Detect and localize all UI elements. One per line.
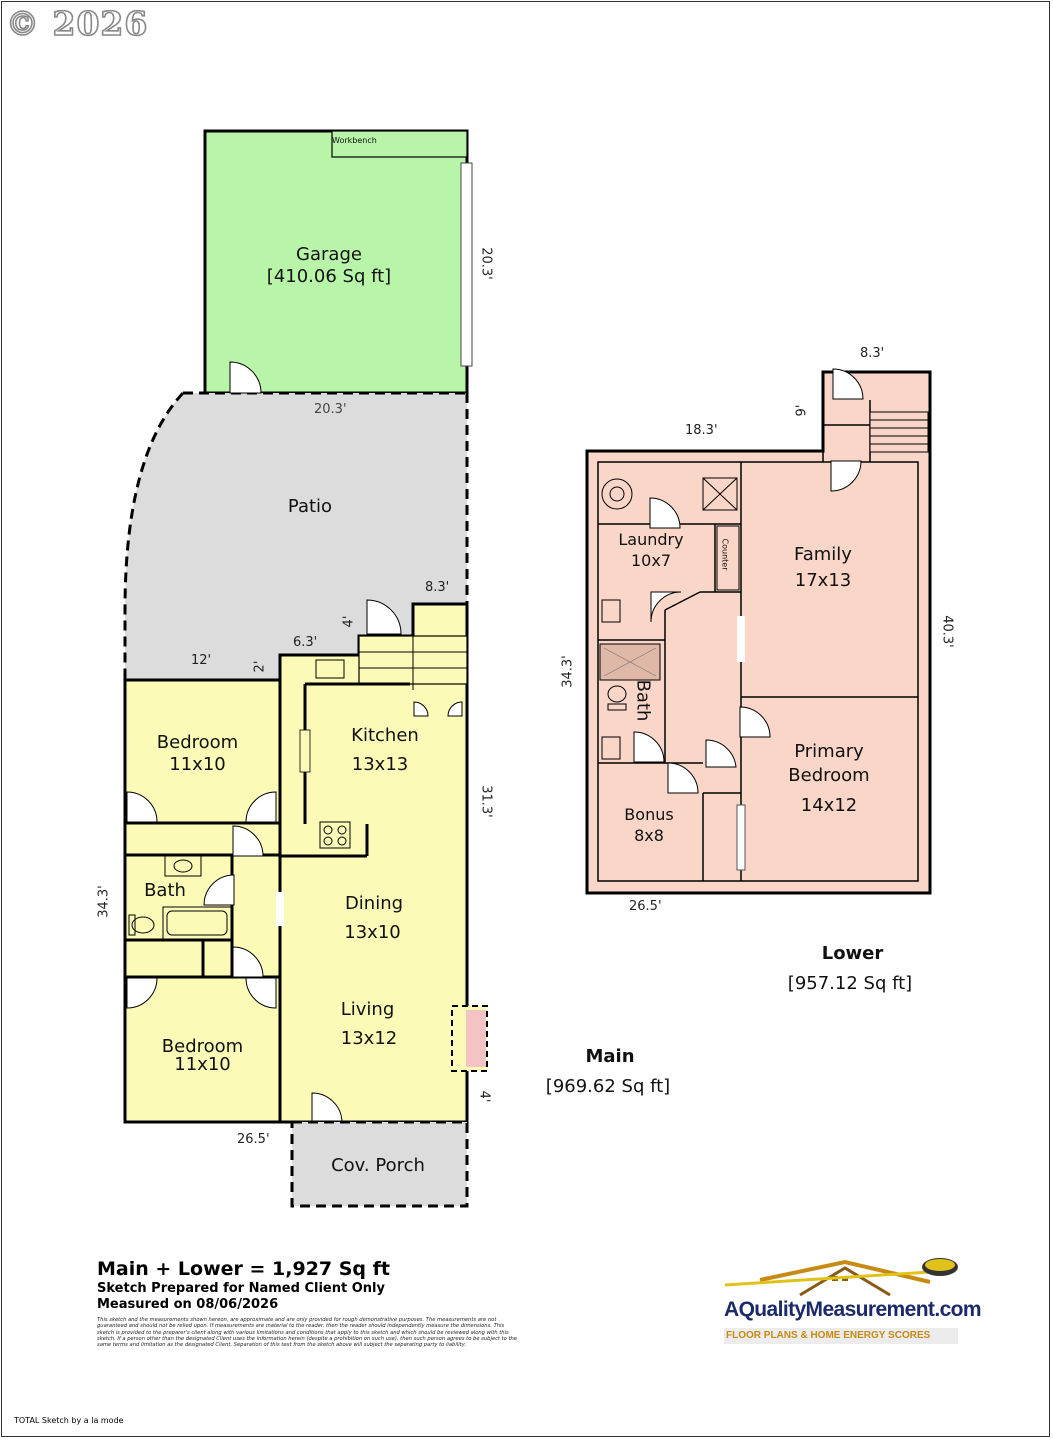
garage-area-label: [410.06 Sq ft] bbox=[266, 266, 392, 287]
bedroom2-label: Bedroom bbox=[161, 1036, 244, 1057]
main-doors bbox=[126, 361, 463, 1122]
family-size: 17x13 bbox=[794, 570, 852, 591]
dim-stair-depth: 4' bbox=[341, 615, 357, 628]
dim-fireplace-depth: 4' bbox=[476, 1090, 492, 1103]
bedroom1-label: Bedroom bbox=[156, 732, 239, 753]
dim-lower-top-right: 8.3' bbox=[860, 346, 885, 361]
software-credit: TOTAL Sketch by a la mode bbox=[14, 1416, 124, 1425]
bedroom2-size: 11x10 bbox=[174, 1054, 231, 1075]
bonus-size: 8x8 bbox=[634, 826, 664, 845]
dim-lower-left: 34.3' bbox=[560, 655, 576, 688]
dim-garage-bottom: 20.3' bbox=[314, 402, 347, 417]
dim-lower-top: 18.3' bbox=[685, 423, 718, 438]
patio-outline bbox=[123, 391, 185, 680]
total-area: Main + Lower = 1,927 Sq ft bbox=[97, 1258, 390, 1280]
dim-patio-step: 2' bbox=[252, 660, 268, 673]
kitchen-label: Kitchen bbox=[351, 725, 419, 746]
bonus-label: Bonus bbox=[624, 805, 674, 824]
laundry-label: Laundry bbox=[618, 530, 684, 549]
main-level-area: [969.62 Sq ft] bbox=[545, 1076, 671, 1097]
water-heater bbox=[601, 478, 633, 510]
dim-main-bottom: 26.5' bbox=[237, 1132, 270, 1147]
company-tagline: FLOOR PLANS & HOME ENERGY SCORES bbox=[724, 1328, 958, 1344]
main-level-title: Main bbox=[585, 1046, 635, 1067]
lower-doors bbox=[633, 368, 864, 794]
dim-lower-bottom: 26.5' bbox=[629, 899, 662, 914]
prepared-note: Sketch Prepared for Named Client Only bbox=[97, 1281, 385, 1296]
garage-door bbox=[460, 162, 473, 367]
lower-level-area: [957.12 Sq ft] bbox=[787, 973, 913, 994]
lower-vanity bbox=[601, 736, 621, 760]
main-bath-label: Bath bbox=[144, 880, 186, 901]
living-label: Living bbox=[340, 999, 395, 1020]
lower-stairs bbox=[869, 411, 929, 453]
lower-toilet bbox=[607, 685, 627, 703]
company-name: AQualityMeasurement.com bbox=[724, 1298, 982, 1321]
disclaimer-text: This sketch and the measurements shown h… bbox=[97, 1317, 517, 1349]
dim-lower-step: 9' bbox=[794, 404, 810, 417]
dim-main-right: 31.3' bbox=[478, 785, 494, 818]
primary-size: 14x12 bbox=[800, 795, 858, 816]
workbench bbox=[331, 130, 468, 158]
copyright-watermark: © 2026 bbox=[5, 3, 149, 44]
kitchen-range bbox=[319, 821, 351, 849]
covered-porch bbox=[290, 1120, 469, 1208]
garage-area bbox=[203, 129, 469, 395]
dining-size: 13x10 bbox=[344, 922, 401, 943]
measured-date: Measured on 08/06/2026 bbox=[97, 1297, 279, 1312]
primary-label-line2: Bedroom bbox=[788, 765, 870, 786]
bath-vanity bbox=[164, 855, 202, 877]
toilet bbox=[131, 916, 155, 934]
dim-patio-left: 12' bbox=[191, 653, 212, 668]
lower-level-title: Lower bbox=[821, 943, 884, 964]
workbench-label: Workbench bbox=[332, 136, 377, 145]
dim-kitchen-step: 6.3' bbox=[293, 635, 318, 650]
utility-sink bbox=[601, 599, 621, 623]
counter-label: Counter bbox=[720, 538, 730, 571]
dim-stair-width: 8.3' bbox=[425, 580, 450, 595]
family-label: Family bbox=[794, 544, 852, 565]
porch-label: Cov. Porch bbox=[331, 1155, 425, 1176]
dim-garage-side: 20.3' bbox=[478, 247, 494, 280]
kitchen-size: 13x13 bbox=[351, 754, 409, 775]
bedroom1-size: 11x10 bbox=[169, 754, 226, 775]
dining-label: Dining bbox=[344, 893, 404, 914]
kitchen-sink bbox=[315, 659, 345, 679]
garage-label: Garage bbox=[296, 244, 362, 265]
laundry-size: 10x7 bbox=[630, 551, 671, 570]
patio-label: Patio bbox=[287, 496, 333, 517]
living-size: 13x12 bbox=[340, 1028, 398, 1049]
furnace bbox=[702, 477, 738, 511]
dim-lower-right: 40.3' bbox=[939, 615, 955, 648]
bathtub bbox=[162, 906, 232, 940]
primary-label-line1: Primary bbox=[794, 741, 864, 762]
lower-bath-label: Bath bbox=[632, 679, 654, 722]
dim-main-left: 34.3' bbox=[96, 885, 112, 918]
